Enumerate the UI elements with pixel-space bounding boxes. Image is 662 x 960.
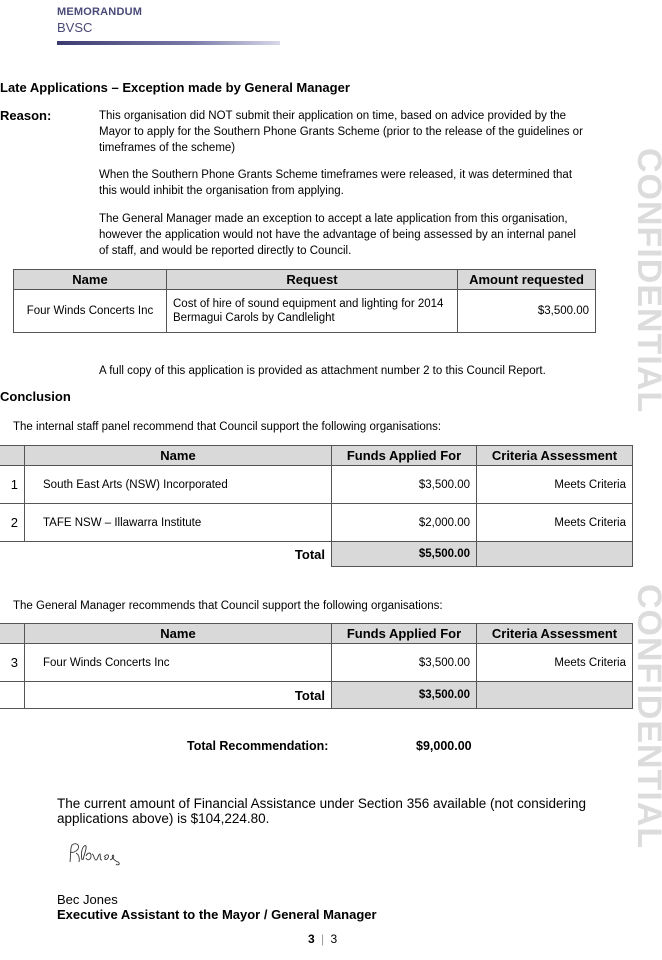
memo-title: MEMORANDUM [57, 6, 143, 18]
confidential-watermark-top: CONFIDENTIAL [630, 148, 662, 414]
reason-paragraph-3: The General Manager made an exception to… [99, 213, 576, 257]
cell-amount: $3,500.00 [457, 289, 596, 333]
table-row: Four Winds Concerts Inc Cost of hire of … [13, 289, 596, 333]
total-num-blank [0, 681, 25, 709]
col-amount-header: Amount requested [457, 269, 596, 290]
org-name: Four Winds Concerts Inc [24, 643, 332, 682]
financial-assistance-paragraph: The current amount of Financial Assistan… [57, 796, 587, 826]
col-criteria-header: Criteria Assessment [476, 445, 633, 466]
current-page: 3 [308, 932, 315, 946]
total-row: Total $3,500.00 [0, 681, 633, 709]
cell-request: Cost of hire of sound equipment and ligh… [166, 289, 458, 333]
total-pages: 3 [330, 932, 338, 946]
signer-role: Executive Assistant to the Mayor / Gener… [57, 907, 377, 922]
table-row: 1 South East Arts (NSW) Incorporated $3,… [0, 465, 633, 504]
total-value: $5,500.00 [331, 541, 477, 567]
total-criteria-blank [476, 541, 633, 567]
funds-applied: $2,000.00 [331, 503, 477, 542]
col-name-header: Name [13, 269, 167, 290]
table-row: 2 TAFE NSW – Illawarra Institute $2,000.… [0, 503, 633, 542]
gm-intro: The General Manager recommends that Coun… [13, 600, 443, 612]
reason-paragraph-2: When the Southern Phone Grants Scheme ti… [99, 169, 573, 197]
col-funds-header: Funds Applied For [331, 445, 477, 466]
total-value: $3,500.00 [331, 681, 477, 709]
org-name: TAFE NSW – Illawarra Institute [24, 503, 332, 542]
criteria-assessment: Meets Criteria [476, 465, 633, 504]
col-request-header: Request [166, 269, 458, 290]
staff-recommendation-table: Name Funds Applied For Criteria Assessme… [0, 445, 633, 567]
total-recommendation-value: $9,000.00 [416, 739, 472, 753]
criteria-assessment: Meets Criteria [476, 503, 633, 542]
row-number: 3 [0, 643, 25, 682]
late-application-table: Name Request Amount requested Four Winds… [13, 269, 596, 333]
col-name-header: Name [24, 623, 332, 644]
col-criteria-header: Criteria Assessment [476, 623, 633, 644]
late-applications-heading: Late Applications – Exception made by Ge… [0, 80, 350, 95]
total-recommendation-label: Total Recommendation: [187, 739, 329, 753]
row-number: 1 [0, 465, 25, 504]
total-criteria-blank [476, 681, 633, 709]
staff-panel-intro: The internal staff panel recommend that … [13, 421, 442, 433]
total-label: Total [294, 546, 325, 562]
reason-label: Reason: [0, 108, 52, 123]
gm-recommendation-table: Name Funds Applied For Criteria Assessme… [0, 623, 633, 709]
total-label: Total [24, 681, 332, 709]
col-name-header: Name [24, 445, 332, 466]
funds-applied: $3,500.00 [331, 643, 477, 682]
attachment-note: A full copy of this application is provi… [99, 365, 546, 377]
header-rule [57, 41, 280, 45]
memo-subtitle: BVSC [57, 20, 93, 35]
conclusion-heading: Conclusion [0, 389, 71, 404]
page-separator: | [321, 932, 325, 946]
signer-name: Bec Jones [57, 892, 118, 907]
col-num-header [0, 445, 25, 466]
table-row: 3 Four Winds Concerts Inc $3,500.00 Meet… [0, 643, 633, 682]
total-row: Total $5,500.00 [0, 541, 633, 567]
funds-applied: $3,500.00 [331, 465, 477, 504]
reason-paragraph-1: This organisation did NOT submit their a… [99, 110, 583, 154]
col-num-header [0, 623, 25, 644]
signature-image [69, 843, 120, 866]
confidential-watermark-bottom: CONFIDENTIAL [630, 584, 662, 850]
cell-name: Four Winds Concerts Inc [13, 289, 167, 333]
page-number: 3 | 3 [308, 932, 337, 946]
row-number: 2 [0, 503, 25, 542]
criteria-assessment: Meets Criteria [476, 643, 633, 682]
col-funds-header: Funds Applied For [331, 623, 477, 644]
org-name: South East Arts (NSW) Incorporated [24, 465, 332, 504]
